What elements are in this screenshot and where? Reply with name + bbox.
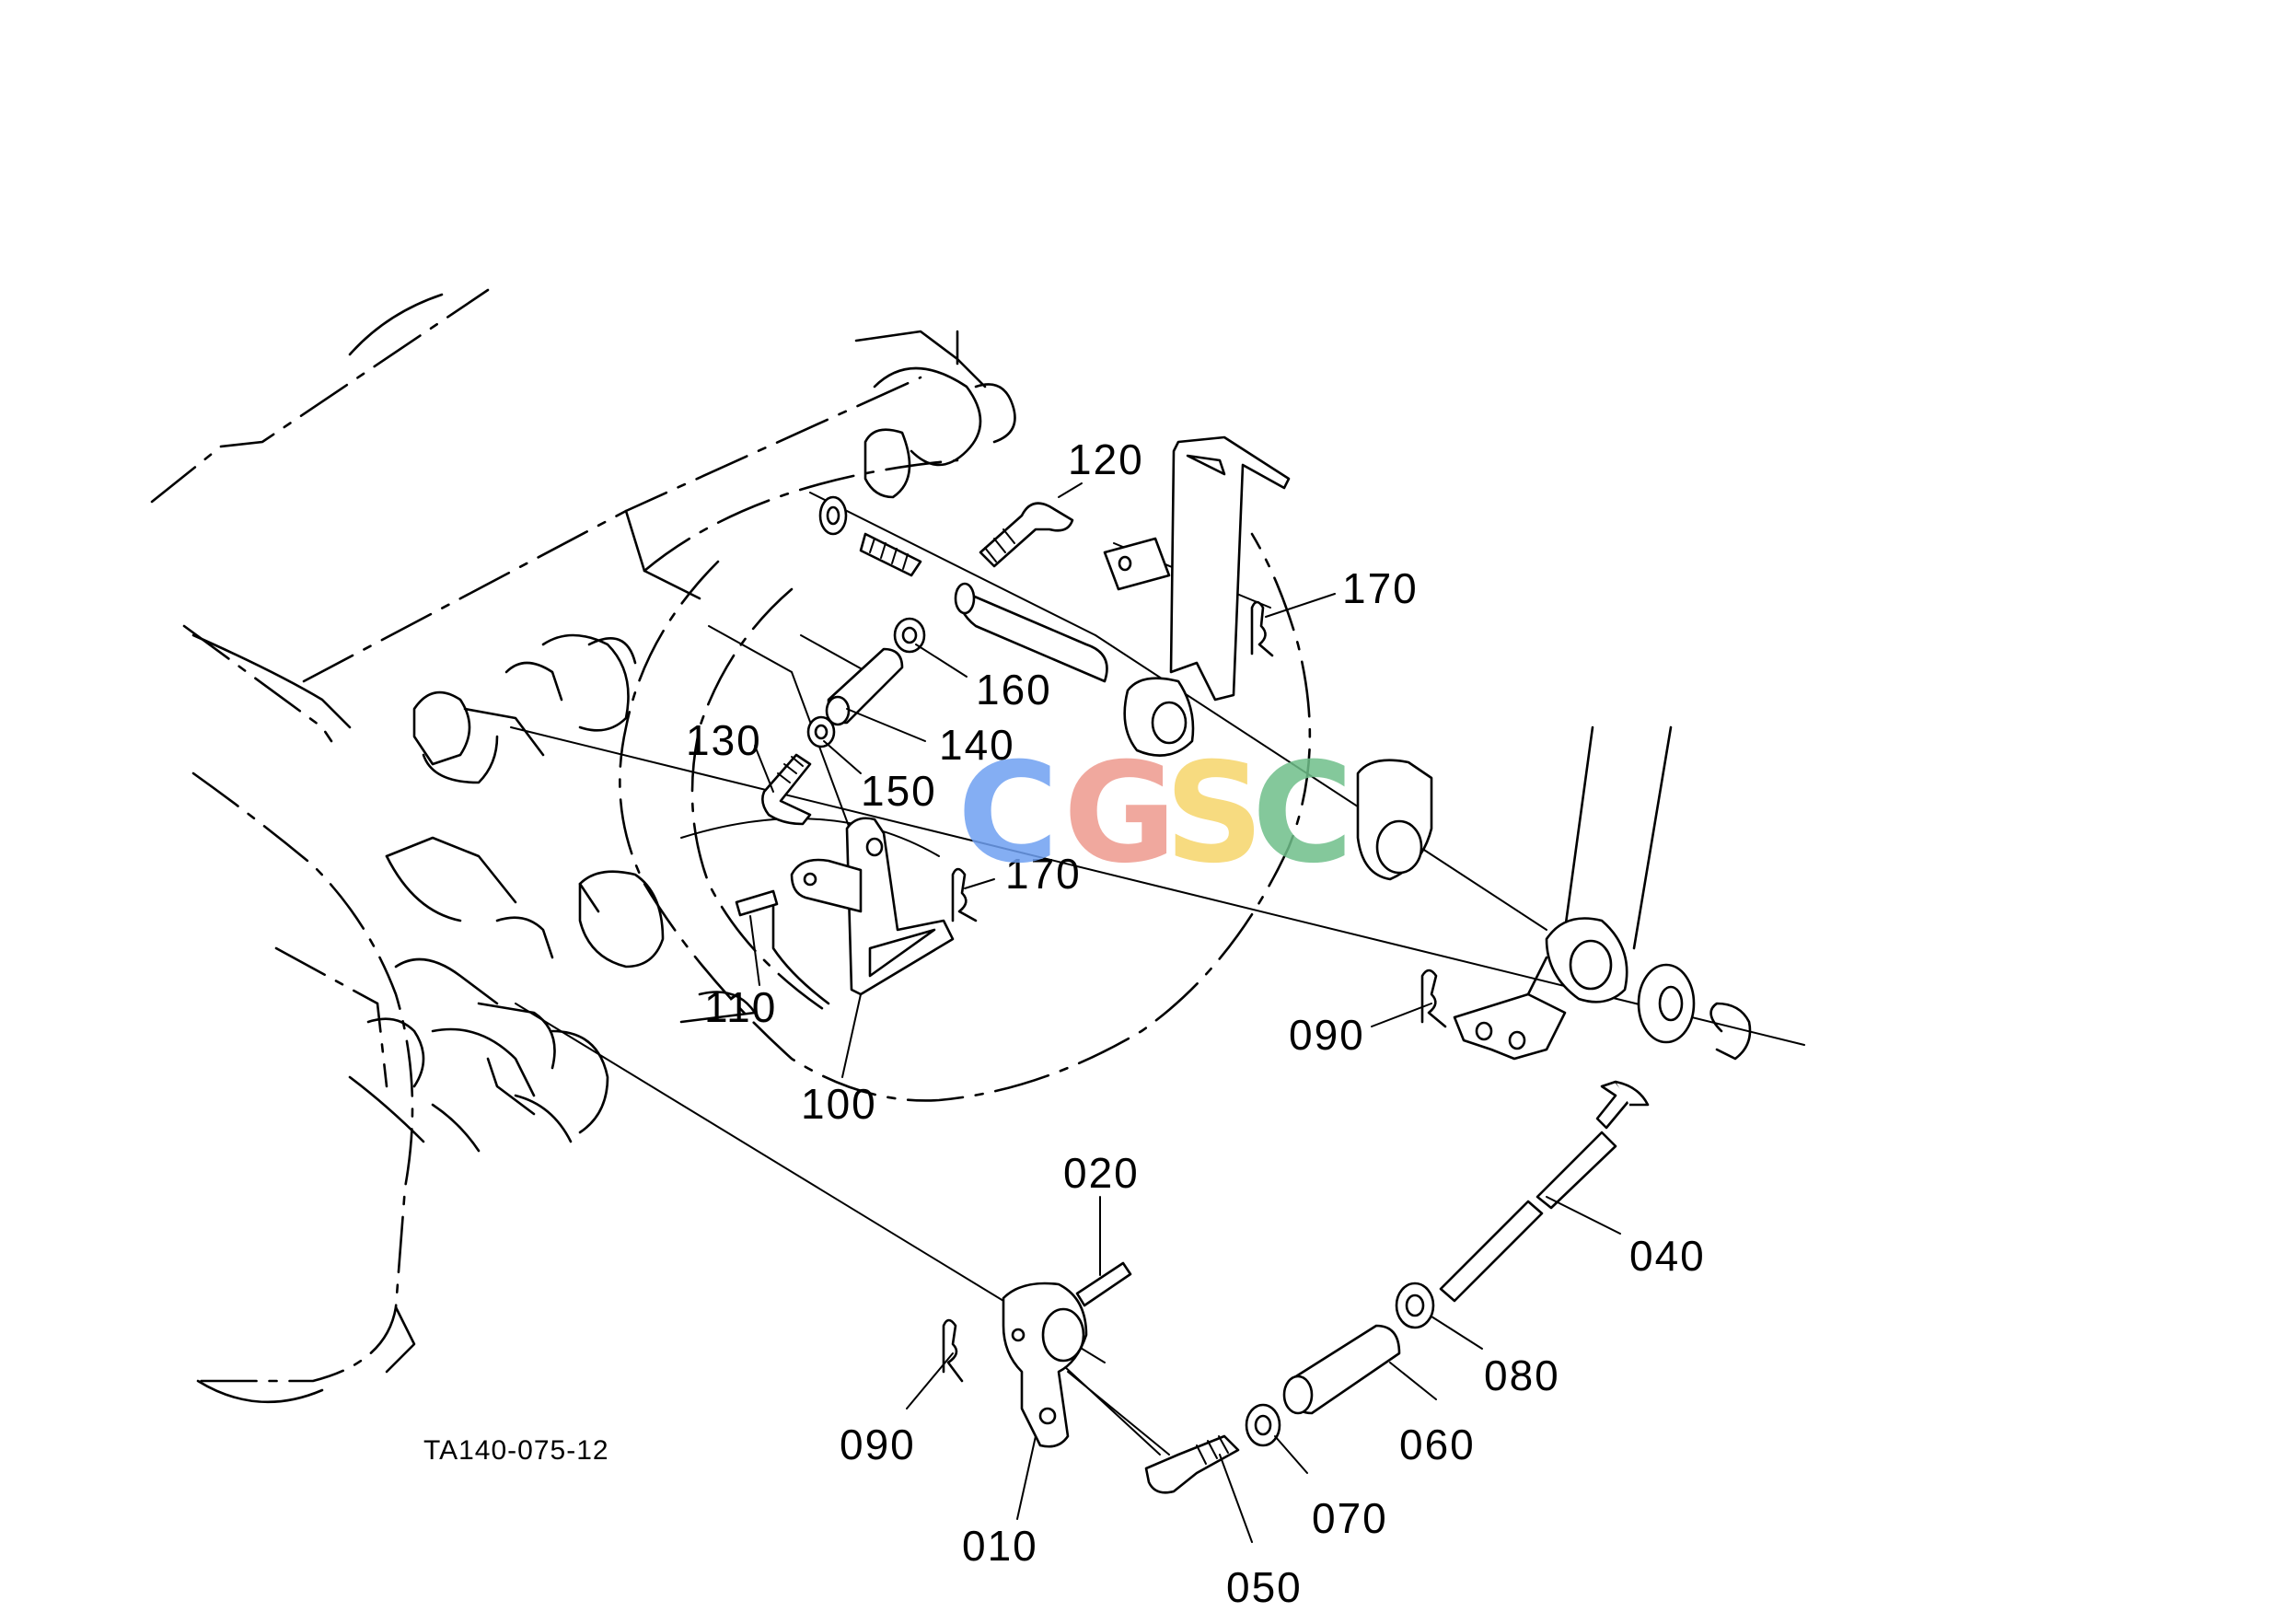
- leader-lines: [749, 482, 1621, 1543]
- part-040-rod: [1439, 1080, 1650, 1303]
- watermark-letter-2: G: [1063, 734, 1176, 894]
- part-010-lever: [1002, 1282, 1088, 1448]
- part-120-rod-end: [979, 502, 1074, 568]
- part-070-nut: [1245, 1403, 1281, 1447]
- label-050: 050: [1226, 1563, 1303, 1611]
- label-040: 040: [1629, 1232, 1706, 1280]
- label-160: 160: [976, 666, 1052, 713]
- part-spring-upper: [818, 495, 922, 577]
- part-washer: [1637, 963, 1696, 1044]
- callout-labels: 010 020 040 050 060 070 080 090 090 100 …: [686, 435, 1706, 1611]
- watermark-letter-1: C: [957, 734, 1059, 894]
- part-pedal-arm: [1526, 725, 1673, 1003]
- part-020-pin: [1075, 1261, 1132, 1307]
- watermark: C G S C: [957, 734, 1353, 894]
- part-140-turnbuckle: [825, 647, 904, 726]
- part-bracket: [1453, 992, 1567, 1061]
- part-snap-ring: [1709, 1002, 1752, 1061]
- part-130-rod-end: [761, 753, 812, 826]
- drawing-code: TA140-075-12: [423, 1435, 609, 1466]
- label-120: 120: [1068, 435, 1144, 483]
- part-170-clip-b: [951, 867, 978, 922]
- housing-outline: [150, 288, 1312, 1404]
- label-170-b: 170: [1005, 850, 1082, 898]
- label-090-b: 090: [1289, 1011, 1365, 1059]
- part-150-nut: [806, 715, 836, 748]
- part-080-nut: [1395, 1282, 1435, 1329]
- part-170-clip-a: [1250, 600, 1274, 657]
- part-upper-pedal: [1103, 435, 1291, 757]
- part-060-turnbuckle: [1282, 1324, 1401, 1415]
- part-090-clip-b: [1420, 969, 1447, 1028]
- label-080: 080: [1484, 1351, 1560, 1399]
- label-170-a: 170: [1342, 564, 1419, 612]
- part-lever-shaft: [790, 858, 863, 913]
- label-060: 060: [1399, 1421, 1476, 1468]
- part-110-pin: [735, 889, 779, 917]
- part-bushing: [1356, 759, 1433, 881]
- label-130: 130: [686, 716, 762, 764]
- explode-lines: [510, 492, 1805, 1456]
- part-160-nut: [893, 617, 926, 654]
- label-100: 100: [801, 1080, 877, 1128]
- part-shaft: [954, 582, 1108, 683]
- label-150: 150: [861, 767, 937, 815]
- label-010: 010: [962, 1522, 1038, 1570]
- watermark-letter-4: C: [1252, 734, 1353, 894]
- label-110: 110: [704, 983, 777, 1031]
- label-070: 070: [1312, 1494, 1388, 1542]
- label-020: 020: [1063, 1149, 1140, 1197]
- part-050-rod-end: [1144, 1434, 1240, 1494]
- part-090-clip-a: [942, 1318, 964, 1383]
- watermark-letter-3: S: [1165, 734, 1264, 894]
- part-100-lever: [845, 817, 955, 996]
- label-090-a: 090: [840, 1421, 916, 1468]
- label-140: 140: [939, 721, 1015, 769]
